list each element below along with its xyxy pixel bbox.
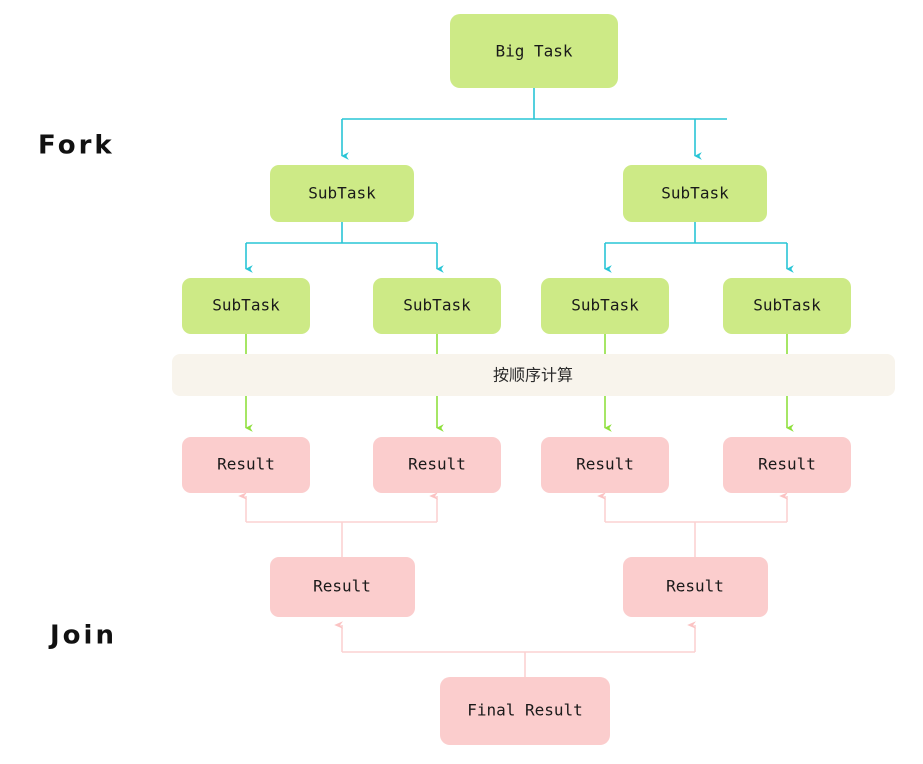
node-res-l2-d[interactable]: Result xyxy=(723,437,851,493)
node-final-result-box[interactable] xyxy=(440,677,610,745)
node-sub-l2-d-box[interactable] xyxy=(723,278,851,334)
node-big-task-box[interactable] xyxy=(450,14,618,88)
node-sub-l1-b-label: SubTask xyxy=(661,184,729,203)
node-res-l1-a-box[interactable] xyxy=(270,557,415,617)
node-sub-l2-a[interactable]: SubTask xyxy=(182,278,310,334)
node-sub-l1-a[interactable]: SubTask xyxy=(270,165,414,222)
node-sub-l2-b-label: SubTask xyxy=(403,296,471,315)
node-sub-l2-a-box[interactable] xyxy=(182,278,310,334)
node-sub-l2-d-label: SubTask xyxy=(753,296,821,315)
phase-label-join: Join xyxy=(48,621,117,651)
join-edges xyxy=(238,492,789,677)
node-sub-l1-b[interactable]: SubTask xyxy=(623,165,767,222)
node-sub-l1-a-label: SubTask xyxy=(308,184,376,203)
node-res-l2-c[interactable]: Result xyxy=(541,437,669,493)
node-final-result[interactable]: Final Result xyxy=(440,677,610,745)
node-sub-l2-c-box[interactable] xyxy=(541,278,669,334)
node-res-l1-a-label: Result xyxy=(313,577,371,596)
node-sub-l2-a-label: SubTask xyxy=(212,296,280,315)
node-res-l1-b[interactable]: Result xyxy=(623,557,768,617)
node-sub-l1-a-box[interactable] xyxy=(270,165,414,222)
node-big-task-label: Big Task xyxy=(495,42,572,61)
node-final-result-label: Final Result xyxy=(467,701,583,720)
node-sub-l2-c-label: SubTask xyxy=(571,296,639,315)
node-res-l1-b-box[interactable] xyxy=(623,557,768,617)
node-res-l2-b-box[interactable] xyxy=(373,437,501,493)
sequential-band-label: 按顺序计算 xyxy=(493,366,573,385)
node-big-task[interactable]: Big Task xyxy=(450,14,618,88)
node-res-l2-d-box[interactable] xyxy=(723,437,851,493)
node-sub-l2-d[interactable]: SubTask xyxy=(723,278,851,334)
nodes-layer: Big Task SubTask SubTask SubTask SubTask xyxy=(182,14,851,745)
node-res-l2-c-box[interactable] xyxy=(541,437,669,493)
node-res-l1-b-label: Result xyxy=(666,577,724,596)
node-res-l2-a-box[interactable] xyxy=(182,437,310,493)
node-res-l2-d-label: Result xyxy=(758,455,816,474)
sequential-band: 按顺序计算 xyxy=(172,354,895,396)
node-sub-l2-b-box[interactable] xyxy=(373,278,501,334)
phase-label-fork: Fork xyxy=(38,131,115,161)
node-res-l2-a[interactable]: Result xyxy=(182,437,310,493)
node-sub-l2-b[interactable]: SubTask xyxy=(373,278,501,334)
node-res-l2-a-label: Result xyxy=(217,455,275,474)
node-res-l2-c-label: Result xyxy=(576,455,634,474)
node-res-l1-a[interactable]: Result xyxy=(270,557,415,617)
node-sub-l2-c[interactable]: SubTask xyxy=(541,278,669,334)
fork-edges xyxy=(245,88,794,273)
node-sub-l1-b-box[interactable] xyxy=(623,165,767,222)
sequential-band-rect xyxy=(172,354,895,396)
node-res-l2-b[interactable]: Result xyxy=(373,437,501,493)
phase-labels: Fork Join xyxy=(38,131,117,651)
node-res-l2-b-label: Result xyxy=(408,455,466,474)
